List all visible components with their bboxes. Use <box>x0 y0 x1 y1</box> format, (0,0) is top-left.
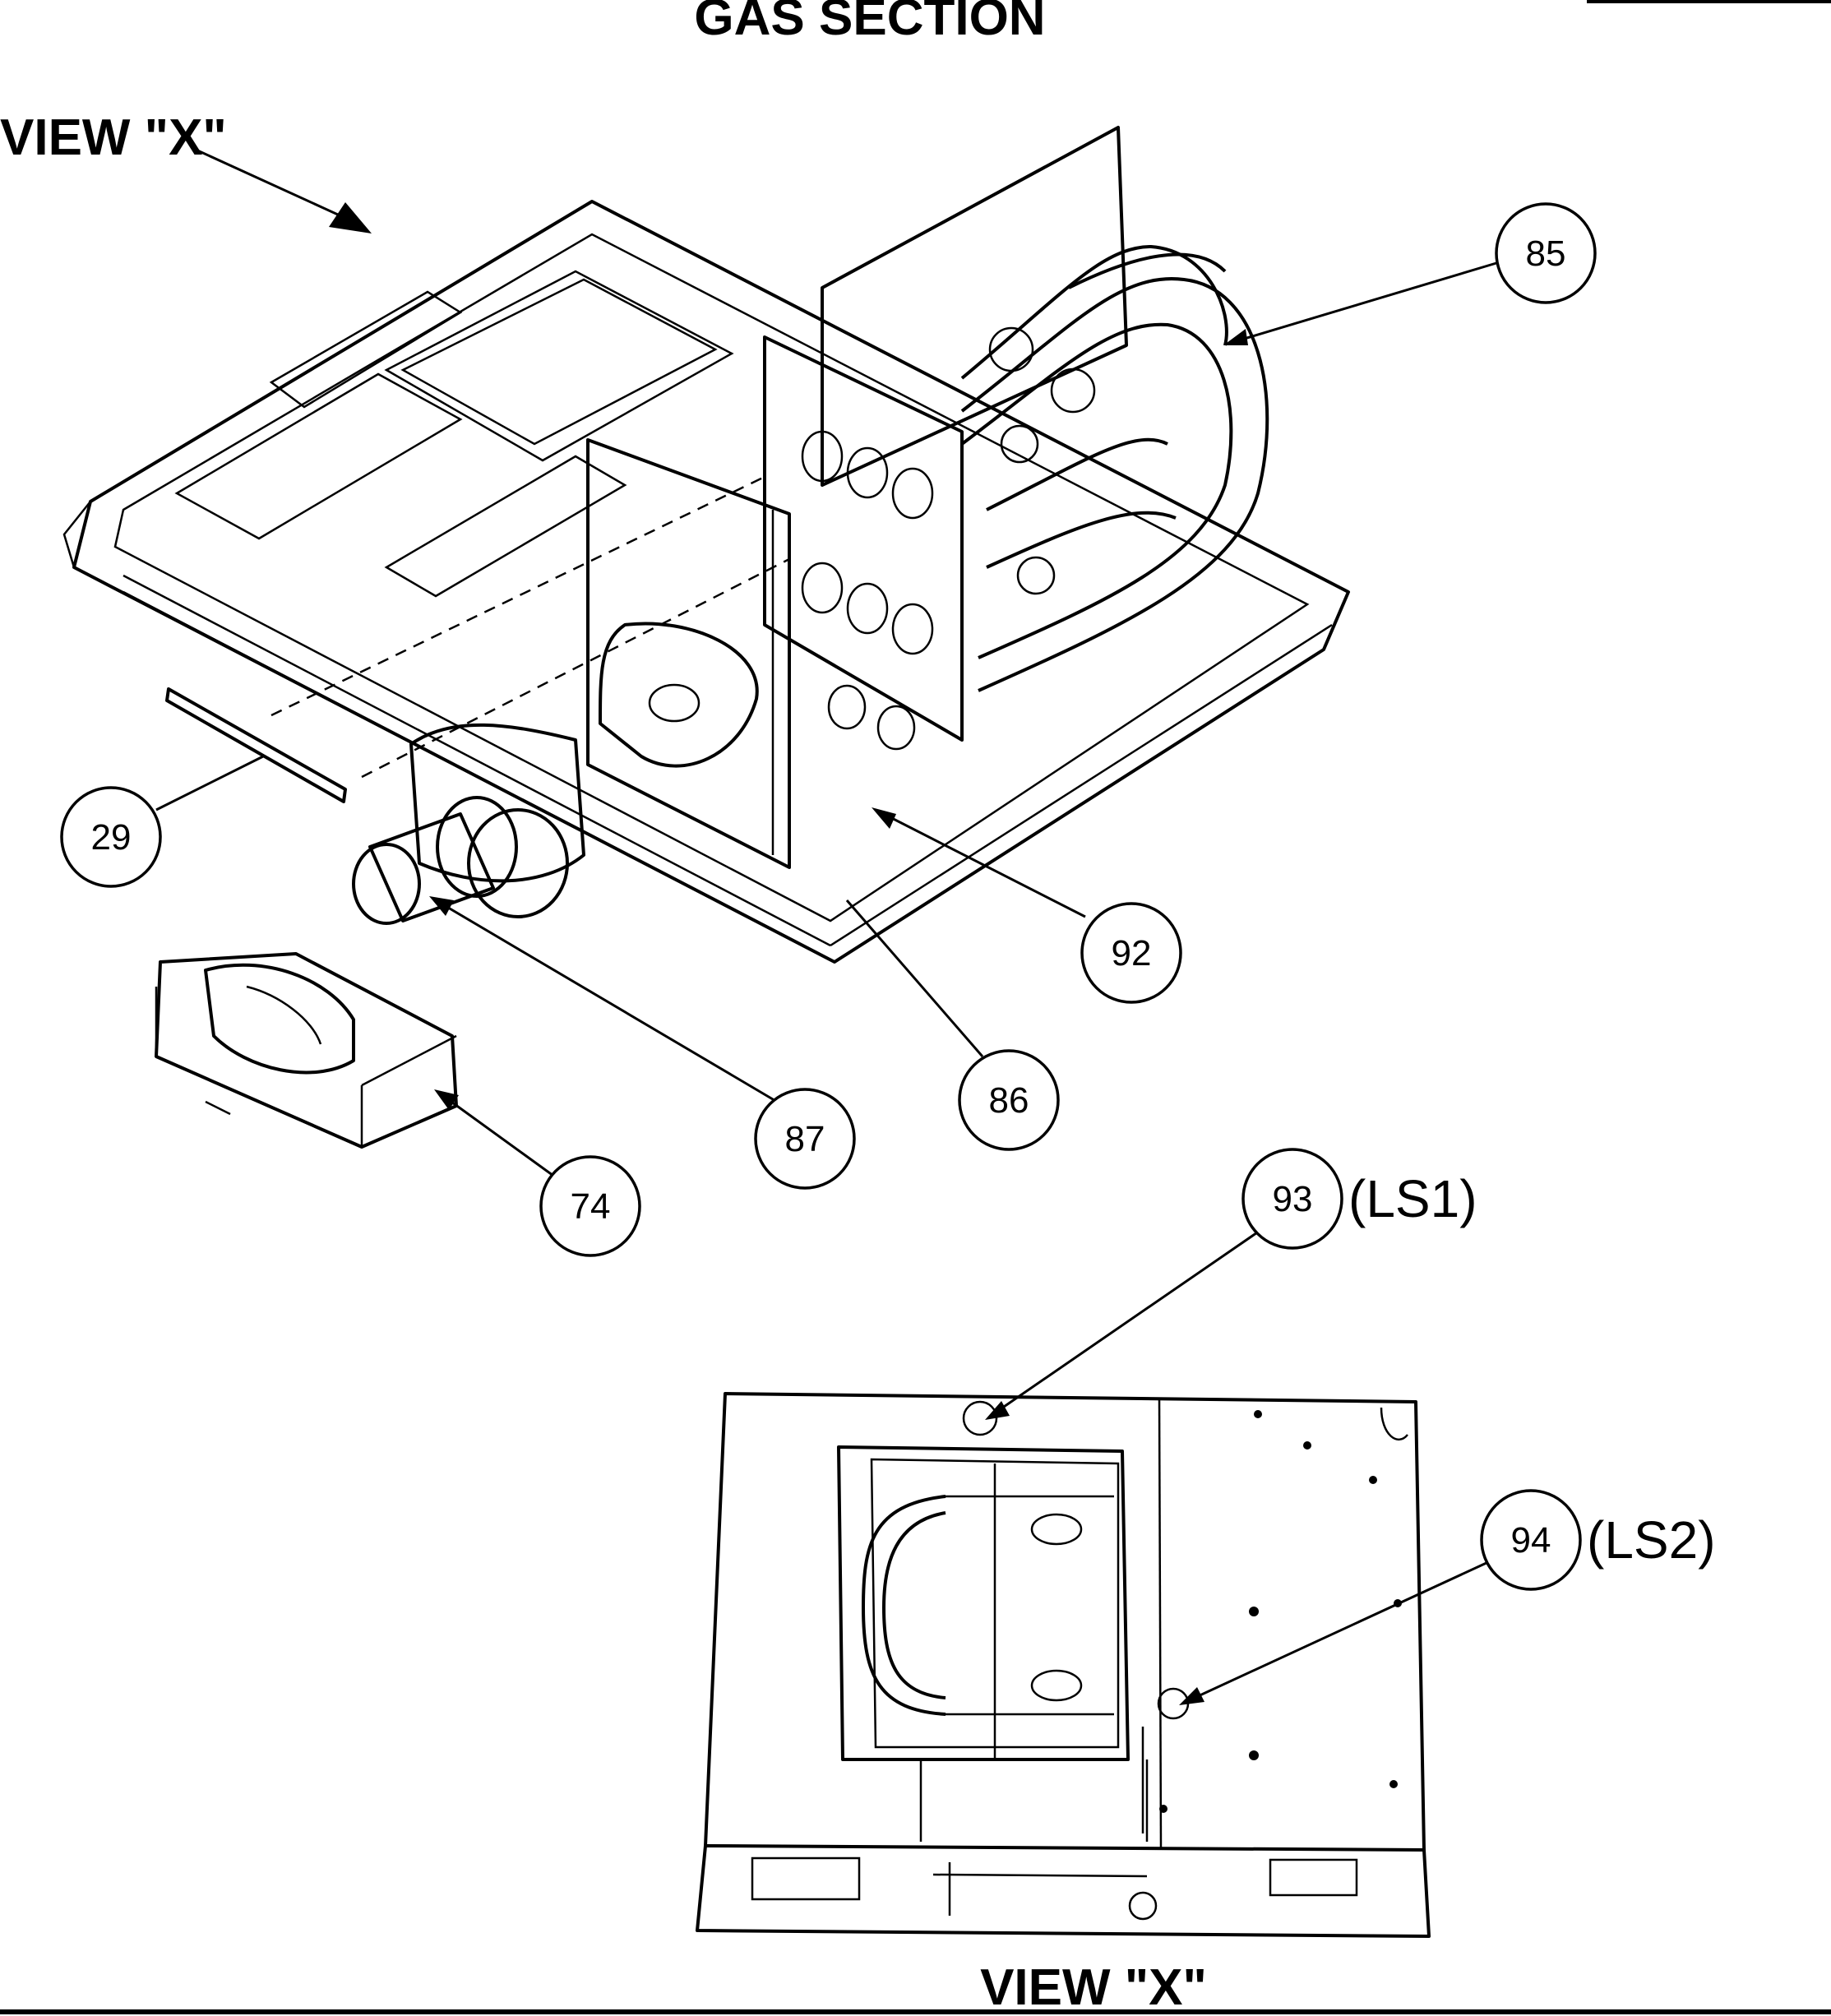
view-x-pointer-label: VIEW "X" <box>0 109 227 166</box>
callout-85: 85 <box>1495 202 1597 304</box>
view-x-detail <box>696 1392 1431 1938</box>
view-x-arrow <box>195 148 372 234</box>
diagram-title: GAS SECTION <box>694 0 1045 46</box>
svg-text:74: 74 <box>571 1186 611 1227</box>
svg-text:86: 86 <box>989 1080 1029 1121</box>
view-x-caption: VIEW "X" <box>980 1959 1207 2016</box>
callout-94: 94 (LS2) <box>1480 1489 1716 1591</box>
callout-92: 92 <box>1080 902 1182 1004</box>
leader-lines <box>155 261 1497 1705</box>
ls1-label: (LS1) <box>1348 1169 1477 1228</box>
callout-93: 93 (LS1) <box>1241 1148 1477 1250</box>
callout-87: 87 <box>754 1088 856 1190</box>
svg-text:94: 94 <box>1511 1520 1551 1561</box>
callout-86: 86 <box>958 1049 1060 1151</box>
callout-29: 29 <box>60 786 162 888</box>
svg-text:93: 93 <box>1273 1179 1313 1219</box>
svg-text:85: 85 <box>1526 234 1566 274</box>
svg-text:92: 92 <box>1112 933 1152 973</box>
svg-text:29: 29 <box>91 817 132 858</box>
isometric-assembly <box>62 126 1350 1149</box>
ls2-label: (LS2) <box>1587 1510 1716 1570</box>
callout-74: 74 <box>539 1155 641 1257</box>
svg-text:87: 87 <box>785 1119 825 1159</box>
